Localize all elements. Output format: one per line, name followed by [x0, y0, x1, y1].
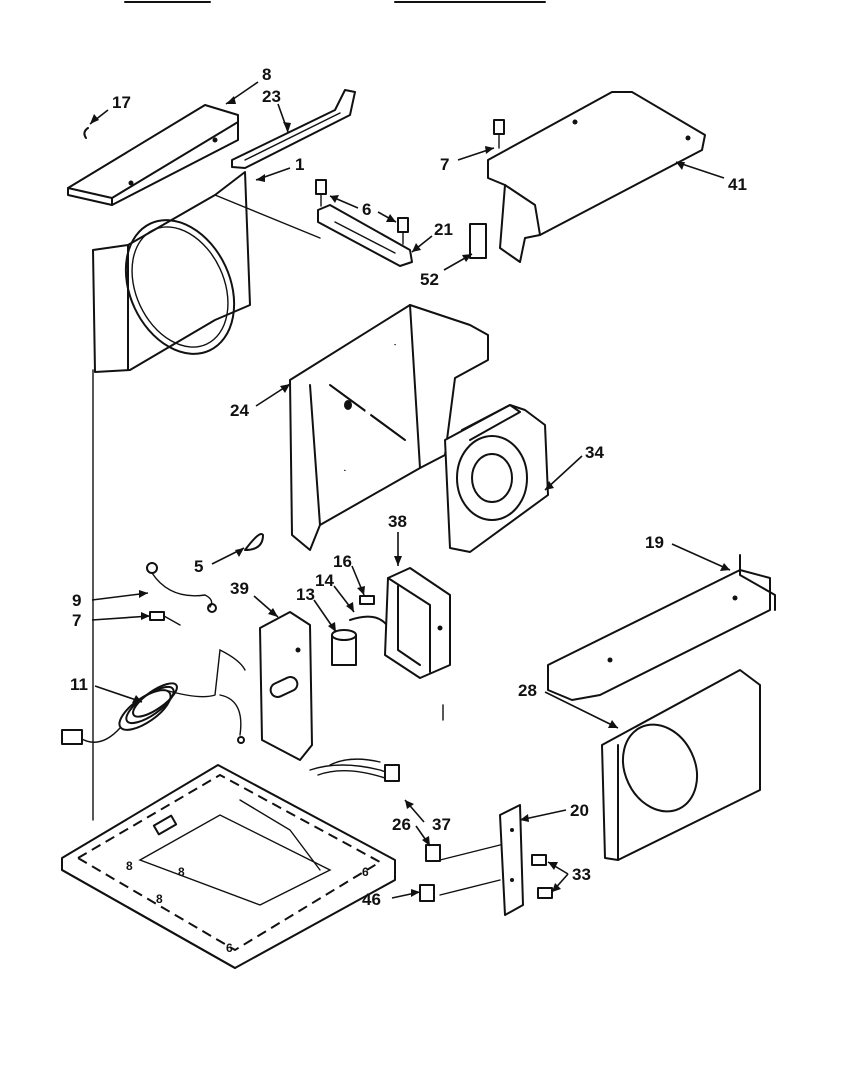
callout-13: 13 [296, 585, 315, 604]
part-41-top-cover [487, 91, 706, 263]
part-17-clip [83, 127, 89, 139]
base-pan [61, 764, 396, 969]
callout-1: 1 [295, 155, 304, 174]
part-20-bracket [439, 804, 524, 916]
part-34-blower-housing [444, 404, 549, 553]
callout-14: 14 [315, 571, 334, 590]
part-28-condenser-shroud [601, 669, 761, 861]
callout-34: 34 [585, 443, 604, 462]
part-14-strap [349, 615, 391, 631]
callout-39: 39 [230, 579, 249, 598]
part-9-wire [146, 562, 217, 613]
base-mark-8c: 8 [156, 892, 163, 906]
part-13-capacitor [331, 629, 357, 666]
callout-23: 23 [262, 87, 281, 106]
callout-37: 37 [432, 815, 451, 834]
callout-17: 17 [112, 93, 131, 112]
part-6-screws [315, 179, 409, 245]
callout-20: 20 [570, 801, 589, 820]
base-mark-8b: 8 [178, 865, 185, 879]
callout-5: 5 [194, 557, 203, 576]
callout-21: 21 [434, 220, 453, 239]
part-11-power-cord [61, 648, 246, 745]
base-mark-8a: 8 [126, 859, 133, 873]
part-5-clip [244, 533, 264, 551]
callout-16: 16 [333, 552, 352, 571]
callout-52: 52 [420, 270, 439, 289]
callout-11: 11 [70, 675, 88, 694]
part-1-shroud [92, 171, 321, 373]
part-21-bracket [317, 204, 413, 267]
part-8-top-channel [67, 104, 239, 206]
part-52-plate [469, 223, 487, 259]
callout-46: 46 [362, 890, 381, 909]
part-23-strip [231, 89, 356, 169]
part-39-control-plate [259, 611, 313, 761]
part-7-screw-mid [149, 611, 181, 626]
part-46-terminal [419, 884, 435, 902]
callout-6: 6 [362, 200, 371, 219]
callout-9: 9 [72, 591, 81, 610]
callout-33: 33 [572, 865, 591, 884]
part-7-screw-top [493, 119, 505, 149]
callout-38: 38 [388, 512, 407, 531]
callout-8: 8 [262, 65, 271, 84]
part-24-partition [289, 304, 489, 551]
part-33-screws [531, 854, 553, 899]
base-mark-6b: 6 [362, 865, 369, 879]
leader-arrows [90, 96, 730, 897]
part-26-terminal [425, 844, 441, 862]
part-37-wire-harness [309, 758, 400, 782]
callout-28: 28 [518, 681, 537, 700]
callout-7-top: 7 [440, 155, 449, 174]
callout-26: 26 [392, 815, 411, 834]
callout-41: 41 [728, 175, 747, 194]
callout-7-mid: 7 [72, 611, 81, 630]
part-38-control-box [384, 567, 451, 679]
part-16-screw [359, 595, 375, 605]
callout-19: 19 [645, 533, 664, 552]
base-mark-6a: 6 [226, 941, 233, 955]
part-19-cover-panel [547, 554, 776, 701]
callout-24: 24 [230, 401, 249, 420]
